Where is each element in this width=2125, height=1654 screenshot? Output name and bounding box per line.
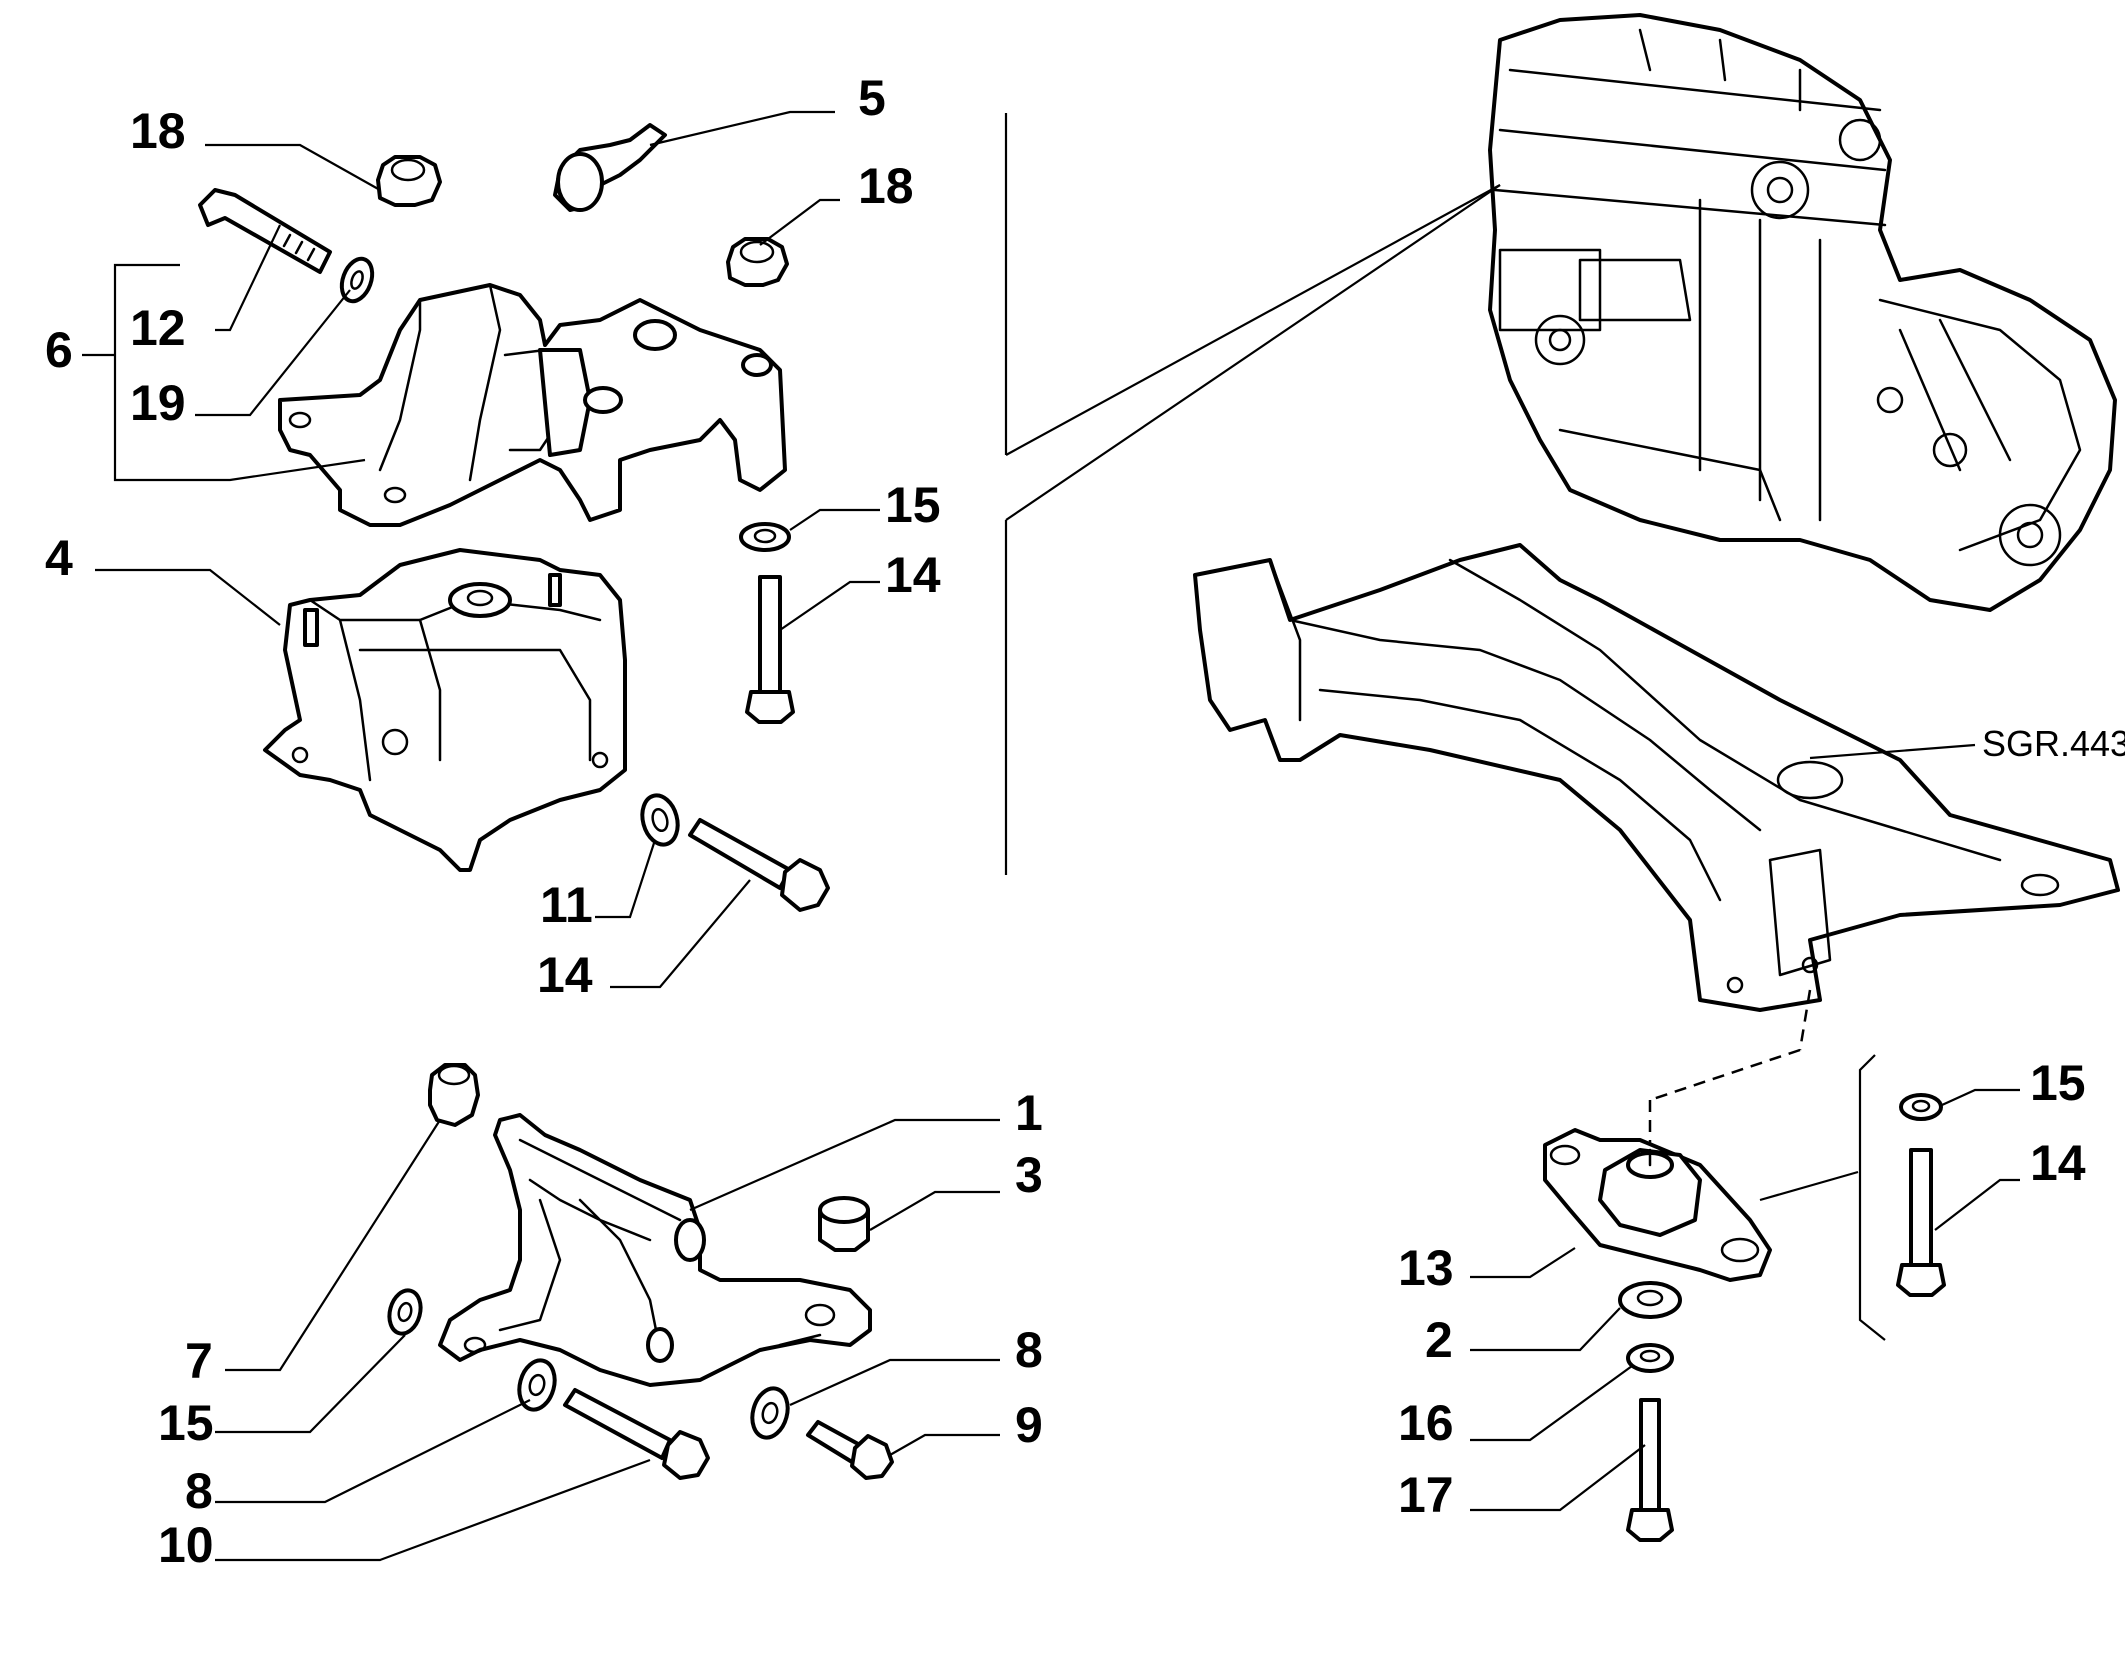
bump-stop-5 <box>553 123 667 212</box>
callout-6: 6 <box>45 322 73 378</box>
callout-5: 5 <box>858 70 886 126</box>
engine-mount-4 <box>263 548 627 872</box>
bolt-14-diagonal <box>688 818 830 912</box>
nut-18-left <box>376 155 442 207</box>
bolt-17 <box>1626 1398 1674 1542</box>
callout-7: 7 <box>185 1333 213 1389</box>
nut-18-right <box>726 237 789 287</box>
washer-11 <box>640 793 680 847</box>
divider-lines <box>1004 113 1501 875</box>
rear-mount-13 <box>1543 1054 1886 1341</box>
callout-19: 19 <box>130 375 186 431</box>
bolt-14-right <box>1896 1148 1946 1297</box>
spacer-3 <box>818 1196 870 1252</box>
washer-8-right <box>750 1386 790 1440</box>
callout-12: 12 <box>130 300 186 356</box>
callout-9: 9 <box>1015 1397 1043 1453</box>
callout-2: 2 <box>1425 1312 1453 1368</box>
callout-4: 4 <box>45 530 73 586</box>
washer-15-left <box>387 1288 423 1336</box>
callout-15-left: 15 <box>158 1395 214 1451</box>
callout-14-top: 14 <box>885 547 941 603</box>
leader-lines <box>82 110 2020 1562</box>
callout-13: 13 <box>1398 1240 1454 1296</box>
reference-code: SGR.44302 <box>1982 723 2125 764</box>
callout-11: 11 <box>540 877 593 933</box>
bolt-12 <box>198 188 332 274</box>
callout-8-right: 8 <box>1015 1322 1043 1378</box>
bolt-14-vertical <box>745 575 795 724</box>
callout-18-left: 18 <box>130 103 186 159</box>
washer-15-right <box>1899 1093 1943 1121</box>
callout-14-diagonal: 14 <box>537 947 593 1003</box>
bracket-1 <box>438 1113 872 1387</box>
upper-mount-6 <box>278 283 787 527</box>
callout-15-right: 15 <box>2030 1055 2086 1111</box>
callout-15-top: 15 <box>885 477 941 533</box>
callout-14-right: 14 <box>2030 1135 2086 1191</box>
nut-7 <box>428 1063 480 1127</box>
callout-8-left: 8 <box>185 1463 213 1519</box>
callout-10: 10 <box>158 1517 214 1573</box>
engine-assembly <box>1488 13 2117 612</box>
washer-16 <box>1626 1343 1674 1373</box>
washer-15-top <box>739 522 791 552</box>
washer-2 <box>1618 1281 1682 1319</box>
callout-16: 16 <box>1398 1395 1454 1451</box>
callout-1: 1 <box>1015 1085 1043 1141</box>
bolt-10 <box>563 1388 710 1480</box>
callout-labels: 18 5 18 12 6 19 4 15 14 11 14 1 3 7 15 8… <box>45 70 2125 1573</box>
callout-3: 3 <box>1015 1147 1043 1203</box>
front-subframe <box>1193 543 2120 1150</box>
washer-8-left <box>517 1358 557 1412</box>
callout-17: 17 <box>1398 1467 1454 1523</box>
callout-18-right: 18 <box>858 158 914 214</box>
stud-9 <box>806 1420 894 1480</box>
